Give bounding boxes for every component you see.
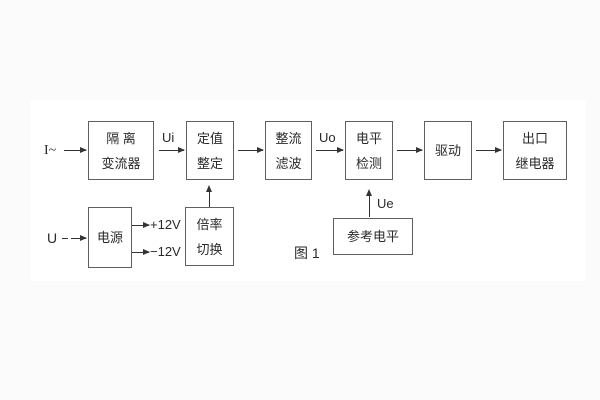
voltage-input-dash xyxy=(62,238,68,239)
arrow-detect-to-driver-icon xyxy=(397,147,423,153)
arrow-ui-signal-icon xyxy=(159,147,185,153)
block-rectifier-filter: 整流 滤波 xyxy=(265,121,312,180)
figure-caption: 图 1 xyxy=(294,245,320,261)
block-ratio-switch: 倍率 切换 xyxy=(185,207,234,266)
block-label: 驱动 xyxy=(434,143,461,158)
block-setting-adjustment: 定值 整定 xyxy=(186,121,234,180)
block-isolation-transformer: 隔 离 变流器 xyxy=(88,121,154,180)
block-label: 切换 xyxy=(196,241,223,257)
label-signal-uo: Uo xyxy=(319,130,336,145)
block-reference-level: 参考电平 xyxy=(333,218,413,255)
block-label: 出口 xyxy=(521,130,548,146)
block-label: 隔 离 xyxy=(106,130,136,146)
label-plus12v-rail: +12V xyxy=(150,217,181,232)
label-voltage-input: U xyxy=(47,230,58,246)
arrow-ue-signal-icon xyxy=(365,189,372,217)
block-driver: 驱动 xyxy=(424,121,472,180)
block-power-supply: 电源 xyxy=(88,207,132,268)
label-current-input: I~ xyxy=(44,143,57,158)
arrow-current-input-icon xyxy=(64,147,87,153)
block-label: 变流器 xyxy=(101,155,141,171)
label-signal-ui: Ui xyxy=(162,130,175,145)
arrow-setting-to-rectifier-icon xyxy=(238,147,264,153)
block-label: 参考电平 xyxy=(346,229,399,244)
block-level-detection: 电平 检测 xyxy=(345,121,393,180)
block-label: 整流 xyxy=(275,130,302,146)
block-label: 电源 xyxy=(96,230,123,245)
arrow-driver-to-relay-icon xyxy=(476,147,502,153)
block-label: 滤波 xyxy=(275,155,302,171)
arrow-plus12v-icon xyxy=(132,222,150,228)
arrow-uo-signal-icon xyxy=(316,147,344,153)
block-label: 继电器 xyxy=(515,155,555,171)
label-minus12v-rail: −12V xyxy=(150,244,181,259)
block-label: 电平 xyxy=(355,130,382,146)
block-label: 整定 xyxy=(196,155,223,171)
block-label: 定值 xyxy=(196,130,223,146)
arrow-voltage-input-icon xyxy=(71,235,87,241)
label-signal-ue: Ue xyxy=(377,196,394,211)
arrow-ratio-to-setting-icon xyxy=(205,185,212,207)
block-label: 检测 xyxy=(355,155,382,171)
block-output-relay: 出口 继电器 xyxy=(503,121,567,180)
arrow-minus12v-icon xyxy=(132,249,150,255)
block-label: 倍率 xyxy=(196,216,223,232)
